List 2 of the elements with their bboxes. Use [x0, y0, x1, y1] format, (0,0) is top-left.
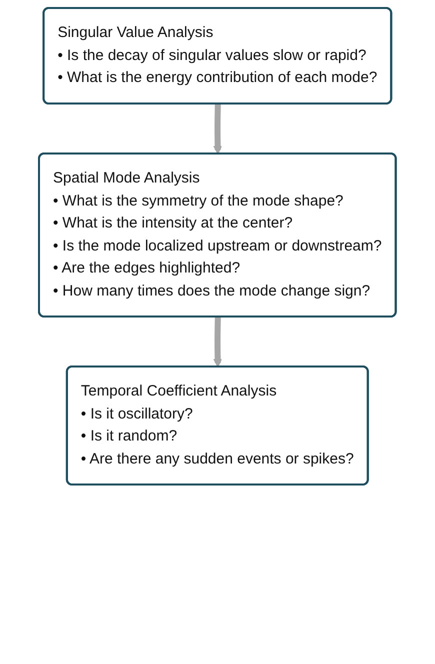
arrow [213, 316, 222, 368]
arrow [213, 104, 222, 154]
